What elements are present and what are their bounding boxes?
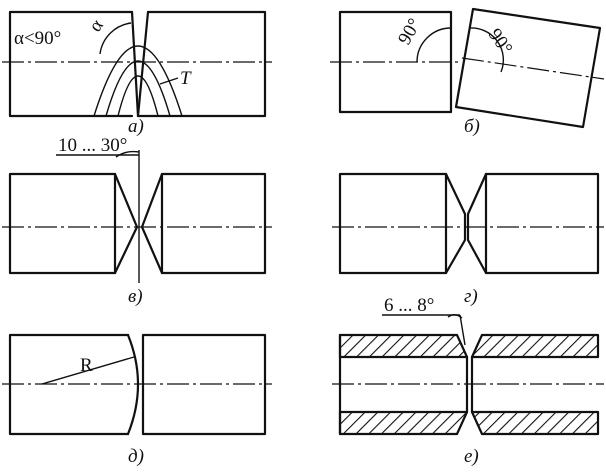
panel-b-angle-arc-right [468,27,505,73]
panel-b-caption: б) [464,116,480,137]
panel-a-caption: а) [128,116,144,137]
panel-e-right-wall-bottom [470,410,600,436]
panel-d-radius-label: R [80,355,93,376]
panel-v-right-block [140,172,267,275]
panel-b-axis-right [461,57,605,80]
panel-b-angle1-label: 90° [394,15,425,49]
panel-v-left-block [8,172,139,275]
panel-a-right-block [136,10,267,118]
panel-a-t-label: T [180,68,192,89]
panel-e-dim-line [459,314,466,346]
panel-e-left-wall-bottom [338,410,469,436]
panel-a-right-edge [136,10,150,118]
panel-b: 90° 90° б) [330,7,605,137]
panel-v: 10 ... 30° в) [2,135,272,307]
panel-a-angle-label: α<90° [14,28,61,49]
panel-v-dim-arc [115,150,140,158]
panel-a: α<90° α T а) [2,10,272,137]
panel-b-angle2-label: 90° [484,25,516,59]
panel-a-alpha-label: α [85,16,108,36]
panel-e: 6 ... 8° е) [332,295,604,467]
panel-a-t-leader [159,77,179,85]
panel-d-radius-line [41,356,135,385]
panel-e-angle-label: 6 ... 8° [384,295,434,316]
panel-e-caption: е) [464,446,479,467]
panel-b-angle-arc-left [416,27,452,63]
panel-v-angle-label: 10 ... 30° [58,135,127,156]
panel-a-angle-arc [99,22,132,55]
panel-d: R д) [2,333,272,467]
panel-e-left-wall-top [338,333,469,359]
panel-g-caption: г) [464,286,478,307]
panel-e-dim-arc [447,314,463,319]
panel-g-right-block [466,172,600,275]
panel-b-right-block-tilted [454,7,602,129]
panel-d-caption: д) [128,446,144,467]
panel-a-heat-zones [93,45,183,117]
panel-e-right-wall-top [470,333,600,359]
panel-v-caption: в) [128,286,143,307]
panel-g: г) [332,172,604,307]
panel-a-left-edge [130,10,140,118]
panel-a-left-block [8,10,134,118]
